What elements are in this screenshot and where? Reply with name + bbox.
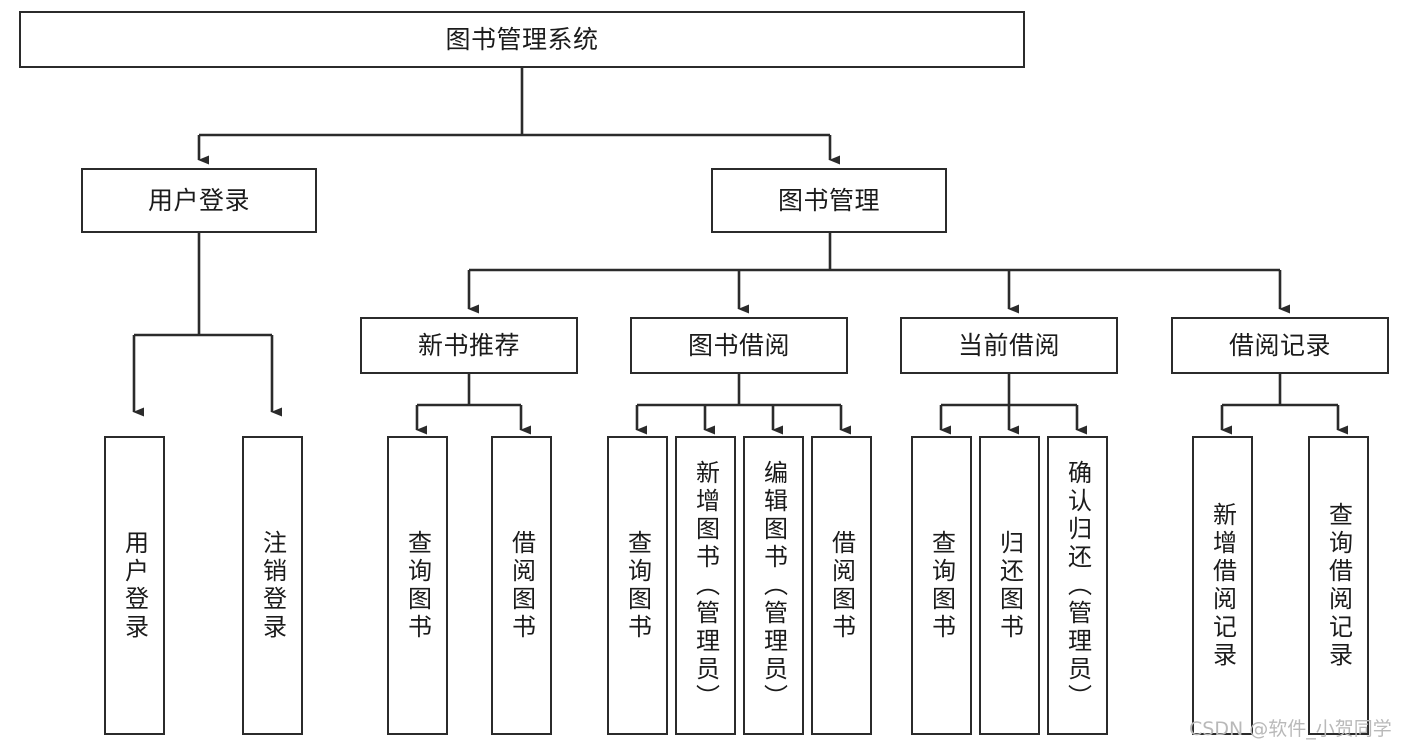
node-label: 当前借阅 bbox=[957, 330, 1060, 360]
node-label: 借阅记录 bbox=[1228, 330, 1331, 360]
node-book-manage[interactable]: 图书管理 bbox=[711, 168, 947, 233]
node-label: 图书管理 bbox=[777, 185, 880, 215]
leaf-query-book-current[interactable]: 查询图书 bbox=[911, 436, 972, 735]
node-book-borrow[interactable]: 图书借阅 bbox=[630, 317, 848, 374]
node-label: 新增借阅记录 bbox=[1208, 501, 1237, 670]
node-label: 查询图书 bbox=[623, 529, 652, 642]
leaf-confirm-return[interactable]: 确认归还（管理员） bbox=[1047, 436, 1108, 735]
node-label: 图书借阅 bbox=[687, 330, 790, 360]
leaf-return-book[interactable]: 归还图书 bbox=[979, 436, 1040, 735]
leaf-add-borrow-record[interactable]: 新增借阅记录 bbox=[1192, 436, 1253, 735]
node-user-login[interactable]: 用户登录 bbox=[81, 168, 317, 233]
node-label: 用户登录 bbox=[120, 529, 149, 642]
node-label: 借阅图书 bbox=[827, 529, 856, 642]
leaf-add-book[interactable]: 新增图书（管理员） bbox=[675, 436, 736, 735]
node-current-borrow[interactable]: 当前借阅 bbox=[900, 317, 1118, 374]
leaf-query-borrow-record[interactable]: 查询借阅记录 bbox=[1308, 436, 1369, 735]
node-label: 借阅图书 bbox=[507, 529, 536, 642]
node-label: 归还图书 bbox=[995, 529, 1024, 642]
node-label: 编辑图书（管理员） bbox=[759, 459, 788, 712]
csdn-watermark: CSDN @软件_小贺同学 bbox=[1189, 718, 1392, 740]
node-label: 确认归还（管理员） bbox=[1063, 459, 1092, 712]
leaf-edit-book[interactable]: 编辑图书（管理员） bbox=[743, 436, 804, 735]
node-label: 注销登录 bbox=[258, 529, 287, 642]
node-label: 新增图书（管理员） bbox=[691, 459, 720, 712]
node-new-book-recommend[interactable]: 新书推荐 bbox=[360, 317, 578, 374]
node-borrow-record[interactable]: 借阅记录 bbox=[1171, 317, 1389, 374]
node-label: 查询图书 bbox=[403, 529, 432, 642]
node-label: 用户登录 bbox=[147, 185, 250, 215]
leaf-query-book-recommend[interactable]: 查询图书 bbox=[387, 436, 448, 735]
node-label: 查询借阅记录 bbox=[1324, 501, 1353, 670]
node-label: 图书管理系统 bbox=[445, 24, 599, 54]
leaf-logout[interactable]: 注销登录 bbox=[242, 436, 303, 735]
node-root-system[interactable]: 图书管理系统 bbox=[19, 11, 1025, 68]
leaf-query-book-borrow[interactable]: 查询图书 bbox=[607, 436, 668, 735]
leaf-borrow-book-recommend[interactable]: 借阅图书 bbox=[491, 436, 552, 735]
leaf-user-login[interactable]: 用户登录 bbox=[104, 436, 165, 735]
leaf-borrow-book[interactable]: 借阅图书 bbox=[811, 436, 872, 735]
node-label: 查询图书 bbox=[927, 529, 956, 642]
node-label: 新书推荐 bbox=[417, 330, 520, 360]
